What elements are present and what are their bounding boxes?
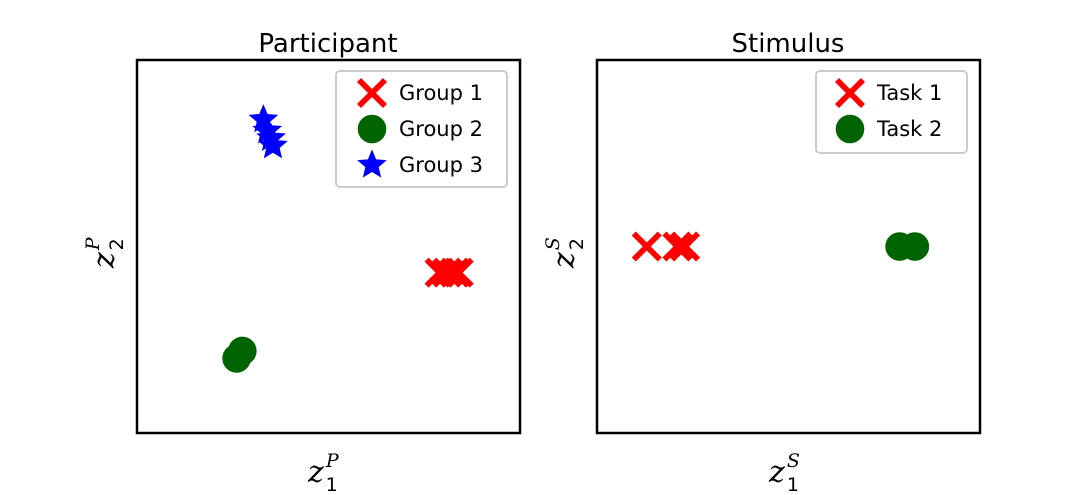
participant-title: Participant bbox=[258, 29, 397, 59]
stimulus-legend: Task 1 Task 2 bbox=[815, 70, 968, 154]
legend-marker-group-2 bbox=[357, 114, 387, 144]
legend-label-group-1: Group 1 bbox=[399, 81, 483, 105]
legend-marker-group-3 bbox=[357, 149, 387, 178]
stimulus-marks bbox=[631, 231, 930, 262]
group-1-point-4 bbox=[443, 257, 474, 288]
task-1-point-2 bbox=[662, 231, 693, 262]
group-3-point-4 bbox=[258, 130, 288, 159]
participant-legend: Group 1 Group 2 Group 3 bbox=[335, 70, 508, 188]
legend-marker-task-2 bbox=[835, 114, 865, 144]
group-2-point-2 bbox=[228, 336, 257, 366]
legend-label-group-3: Group 3 bbox=[399, 153, 483, 177]
participant-marks bbox=[222, 104, 474, 373]
stimulus-legend-markers bbox=[834, 77, 866, 144]
task-2-point-2 bbox=[900, 232, 930, 261]
task-1-point-3 bbox=[670, 231, 701, 262]
legend-marker-task-1 bbox=[834, 77, 866, 109]
legend-label-task-2: Task 2 bbox=[876, 117, 942, 141]
stimulus-title: Stimulus bbox=[732, 29, 845, 59]
legend-label-task-1: Task 1 bbox=[876, 81, 942, 105]
participant-legend-markers bbox=[356, 77, 388, 178]
group-1-point-2 bbox=[432, 257, 463, 288]
legend-marker-group-1 bbox=[356, 77, 388, 109]
task-1-point-1 bbox=[631, 231, 662, 262]
legend-label-group-2: Group 2 bbox=[399, 117, 483, 141]
